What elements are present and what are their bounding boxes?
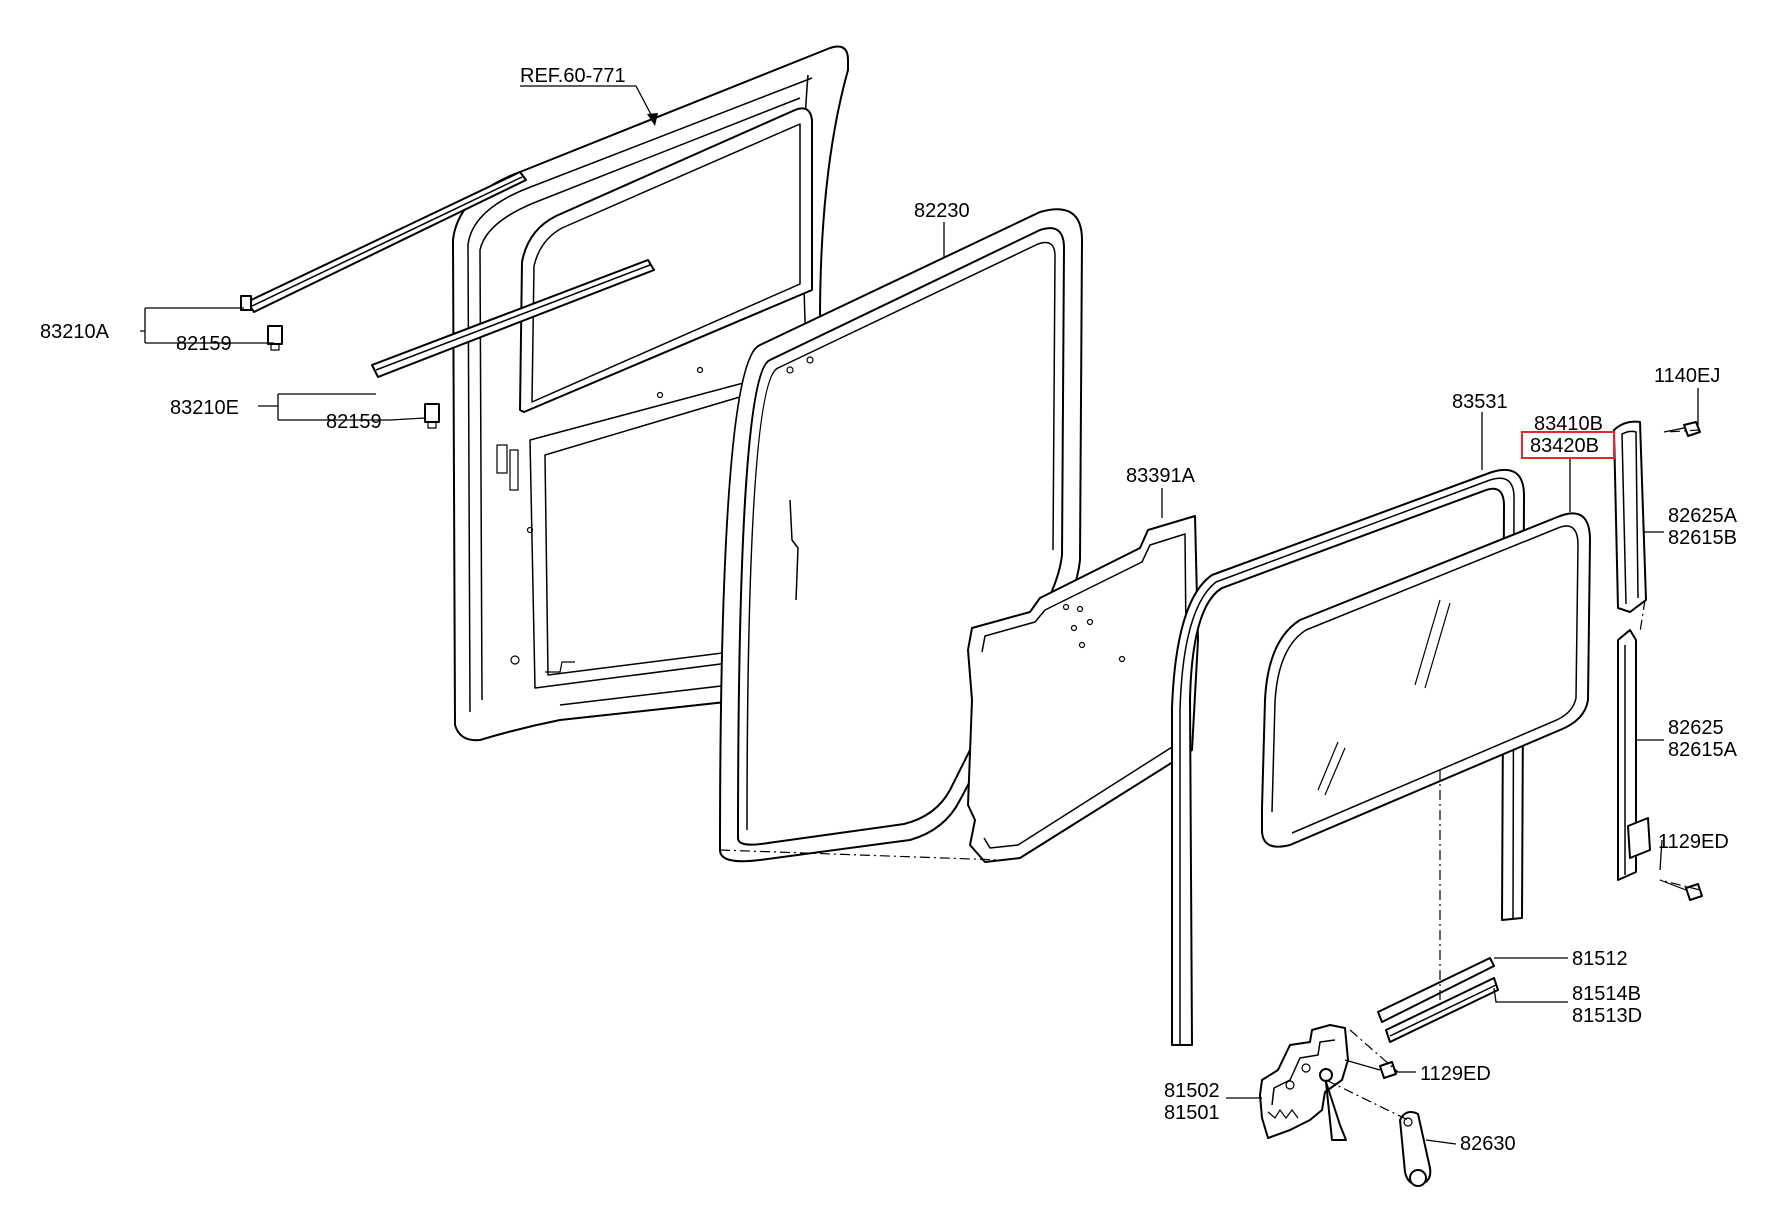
- inner-panel-83391A: [967, 515, 1199, 863]
- highlight-box-83420B: [1521, 431, 1615, 459]
- label-82230: 82230: [914, 200, 970, 222]
- label-83391A: 83391A: [1126, 465, 1196, 487]
- label-82625: 82625: [1668, 717, 1724, 739]
- bolt-1140EJ: [1663, 421, 1701, 437]
- rail-81512: [1377, 957, 1495, 1023]
- channel-82625: [1617, 629, 1651, 881]
- label-82615A: 82615A: [1668, 739, 1738, 761]
- label-81502: 81502: [1164, 1080, 1220, 1102]
- label-82625A: 82625A: [1668, 505, 1738, 527]
- label-ref: REF.60-771: [520, 65, 626, 87]
- clip-82159-top: [267, 325, 283, 351]
- regulator-81502: [1259, 1024, 1349, 1141]
- label-1129ED-upper: 1129ED: [1658, 831, 1729, 853]
- part-labels: REF.60-771 83210A 82159 83210E 82159 822…: [40, 65, 1738, 1155]
- label-81514B: 81514B: [1572, 983, 1641, 1005]
- label-82630: 82630: [1460, 1133, 1516, 1155]
- label-81512: 81512: [1572, 948, 1628, 970]
- label-83531: 83531: [1452, 391, 1508, 413]
- label-1140EJ: 1140EJ: [1654, 365, 1720, 387]
- label-83420B[interactable]: 83420B: [1530, 435, 1599, 457]
- label-81513D: 81513D: [1572, 1005, 1642, 1027]
- label-83410B: 83410B: [1534, 413, 1603, 435]
- weatherstrip-83210A: [240, 171, 527, 313]
- label-82159-bottom: 82159: [326, 411, 382, 433]
- label-1129ED-lower: 1129ED: [1420, 1063, 1491, 1085]
- label-83210A: 83210A: [40, 321, 110, 343]
- label-82159-top: 82159: [176, 333, 232, 355]
- rail-81514B: [1385, 977, 1499, 1043]
- glass-run-83531: [1171, 468, 1526, 1046]
- leader-lines: [140, 85, 1699, 1145]
- weatherstrip-83210E: [371, 259, 655, 378]
- label-83210E: 83210E: [170, 397, 239, 419]
- handle-82630: [1399, 1111, 1432, 1187]
- label-82615B: 82615B: [1668, 527, 1737, 549]
- channel-82625A: [1613, 420, 1647, 613]
- clip-82159-bottom: [424, 403, 440, 429]
- bolt-1129ED-upper: [1659, 879, 1703, 901]
- label-81501: 81501: [1164, 1102, 1220, 1124]
- bolt-1129ED-lower: [1344, 1059, 1397, 1079]
- door-glass-83410B: [1261, 512, 1591, 848]
- assembly-lines: [719, 429, 1701, 1121]
